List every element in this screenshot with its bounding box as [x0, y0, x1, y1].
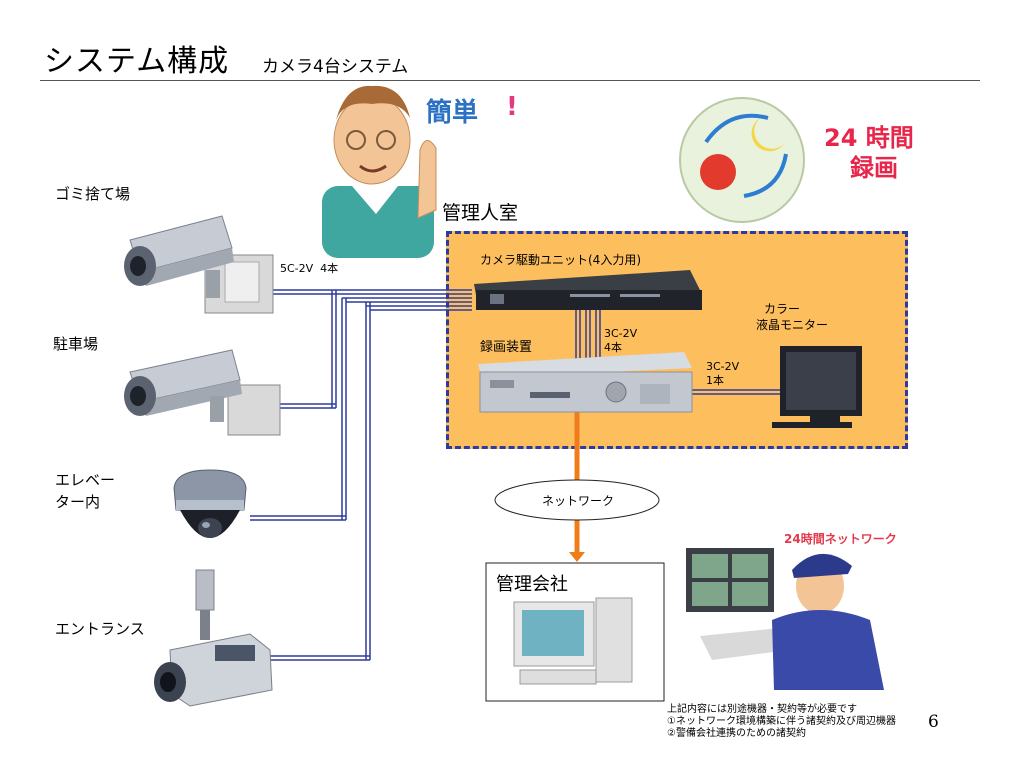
badge-24h-line2: 録画 — [850, 154, 898, 182]
cable-main-label: 5C-2V 4本 — [280, 262, 339, 275]
cable-unit-rec-label-1: 3C-2V — [604, 327, 638, 340]
location-elevator-1: エレベー — [55, 471, 116, 489]
company-label: 管理会社 — [496, 574, 568, 595]
page-number: 6 — [928, 712, 939, 732]
bullet-camera-icon-2 — [124, 349, 281, 436]
dome-camera-icon — [173, 469, 247, 538]
location-elevator-2: ター内 — [55, 493, 101, 511]
network-label: ネットワーク — [542, 494, 615, 508]
badge-24h-line1: 24 時間 — [824, 124, 914, 152]
lcd-monitor-device — [772, 346, 862, 428]
camera-drive-unit-device — [474, 270, 702, 310]
pointing-man-illustration — [322, 85, 437, 258]
page-title: システム構成 — [44, 44, 230, 79]
page-subtitle: カメラ4台システム — [262, 57, 409, 77]
cable-monitor-label-2: 1本 — [706, 374, 724, 387]
cable-unit-rec-label-2: 4本 — [604, 341, 622, 354]
monitor-label-2: 液晶モニター — [756, 318, 829, 332]
badge-exclaim: ! — [506, 92, 518, 122]
location-entrance: エントランス — [55, 620, 145, 638]
unit-recorder-cables — [575, 306, 601, 360]
management-room-label: 管理人室 — [442, 202, 519, 224]
note-line: ②警備会社連携のための諸契約 — [667, 728, 806, 739]
note-line: ①ネットワーク環境構築に伴う諸契約及び周辺機器 — [667, 716, 896, 727]
camera-unit-label: カメラ駆動ユニット(4入力用) — [480, 253, 641, 267]
cable-monitor-label-1: 3C-2V — [706, 360, 740, 373]
recorder-monitor-cable — [692, 389, 780, 395]
location-parking: 駐車場 — [53, 335, 99, 353]
bullet-camera-icon-1 — [124, 215, 274, 314]
camera-cables — [250, 289, 472, 661]
note-line: 上記内容には別途機器・契約等が必要です — [667, 704, 857, 715]
recorder-device — [478, 352, 693, 413]
monitor-label-1: カラー — [764, 302, 801, 316]
network-ellipse — [494, 479, 660, 521]
box-camera-icon — [154, 569, 273, 707]
day-night-clock-illustration — [679, 97, 805, 223]
badge-24h-network: 24時間ネットワーク — [784, 532, 897, 546]
notes: 上記内容には別途機器・契約等が必要です ①ネットワーク環境構築に伴う諸契約及び周… — [667, 704, 896, 740]
location-garbage: ゴミ捨て場 — [55, 185, 131, 203]
badge-easy: 簡単 — [426, 98, 479, 128]
recorder-label: 録画装置 — [480, 340, 533, 355]
title-divider — [40, 80, 980, 81]
security-guard-illustration — [686, 548, 884, 690]
pc-illustration — [513, 597, 633, 685]
